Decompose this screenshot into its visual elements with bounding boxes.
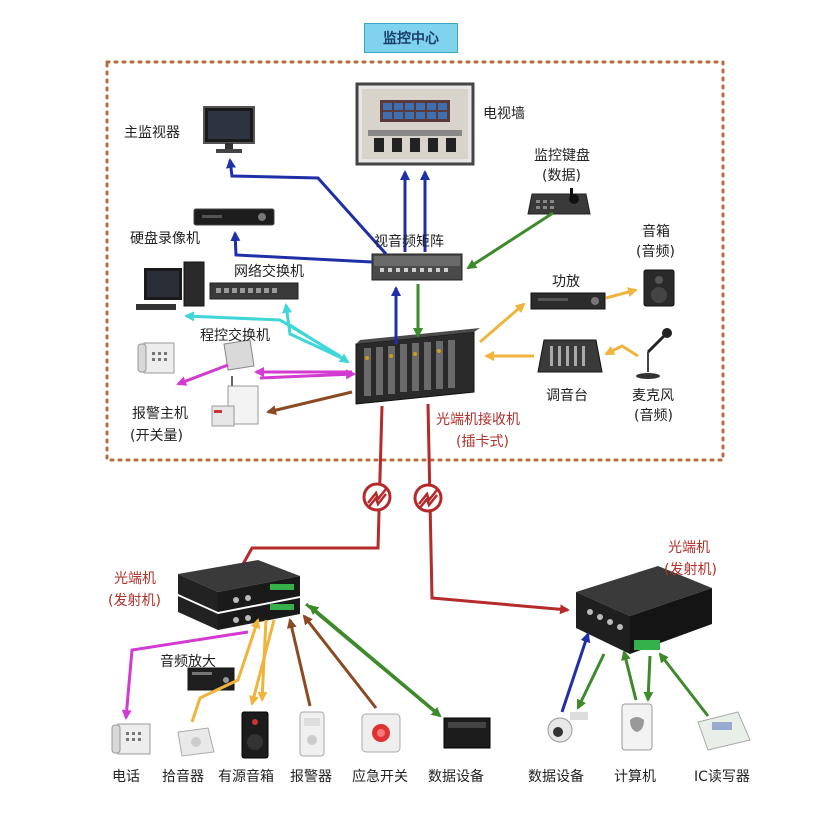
amplifier-icon: [530, 292, 606, 310]
alarm-host-icon: [211, 376, 259, 427]
label-amplifier: 功放: [552, 274, 580, 290]
network-switch-icon: [209, 282, 299, 300]
fiber-receiver-rack-icon: [355, 328, 480, 405]
label-mic: 麦克风: [632, 388, 674, 404]
label-main-monitor: 主监视器: [124, 125, 180, 141]
label-pickup: 拾音器: [162, 768, 204, 785]
pickup-icon: [177, 727, 215, 757]
label-mixer: 调音台: [546, 387, 588, 404]
microphone-icon: [636, 328, 672, 379]
tv-wall-icon: [355, 82, 475, 166]
phone-line-pbx-receiver: [259, 369, 356, 380]
phone-line-tx-phone: [121, 630, 249, 720]
desk-phone-icon: [137, 342, 175, 374]
data-line-tx-computer: [643, 655, 654, 702]
label-emergency: 应急开关: [352, 768, 408, 785]
data-device-left-icon: [443, 717, 491, 749]
computer-tower-icon: [621, 703, 653, 751]
av-matrix-icon: [371, 253, 463, 281]
alarm-device-icon: [299, 711, 325, 757]
data-line-datadevice-tx: [308, 604, 437, 714]
data-line-ic-tx: [658, 652, 710, 717]
main-monitor-icon: [203, 106, 255, 153]
audio-amplifier-icon: [187, 667, 235, 691]
label-tx-right: 光端机: [668, 540, 710, 556]
label-data-device-right: 数据设备: [528, 768, 584, 785]
label-tv-wall: 电视墙: [483, 106, 525, 122]
fiber-transmitter-right-icon: [576, 566, 712, 654]
video-line-matrix-monitor: [226, 158, 388, 256]
label-ic-reader: IC读写器: [694, 768, 750, 785]
control-keyboard-icon: [527, 188, 591, 215]
phone-line-pbx-phone: [176, 363, 229, 386]
fiber-transmitter-left-icon: [178, 560, 300, 630]
computer-workstation-icon: [136, 261, 205, 310]
fiber-symbol-left-icon: [362, 482, 392, 512]
video-line-matrix-dvr: [230, 231, 373, 264]
video-line-camera-tx: [560, 632, 591, 713]
label-phone: 电话: [112, 769, 140, 785]
label-computer: 计算机: [614, 769, 656, 785]
monitor-center-boundary: [105, 60, 725, 462]
label-keyboard-sub: (数据): [542, 168, 581, 184]
label-alarm-host-sub: (开关量): [130, 428, 183, 444]
label-mic-sub: (音频): [634, 407, 673, 424]
label-net-switch: 网络交换机: [234, 263, 304, 280]
label-tx-left: 光端机: [114, 571, 156, 587]
ic-reader-icon: [697, 711, 751, 751]
label-speaker: 音箱: [642, 223, 670, 240]
audio-line-amp-speaker: [605, 287, 638, 300]
field-phone-icon: [111, 723, 151, 755]
network-line-switch-receiver: [289, 323, 350, 364]
pbx-icon: [223, 339, 255, 371]
audio-line-receiver-amp: [479, 302, 526, 344]
label-tx-right-sub: (发射机): [664, 562, 717, 578]
dome-camera-icon: [547, 712, 588, 743]
alarm-line-alarm-tx: [286, 618, 312, 707]
dvr-icon: [193, 208, 275, 226]
label-keyboard: 监控键盘: [534, 147, 590, 164]
mixer-icon: [537, 339, 603, 373]
monitor-center-title: 监控中心: [364, 23, 458, 53]
alarm-line-receiver-host: [266, 390, 353, 416]
fiber-line-left: [240, 405, 384, 567]
label-alarm: 报警器: [290, 769, 332, 785]
fiber-line-right: [426, 403, 570, 615]
label-tx-left-sub: (发射机): [108, 593, 161, 609]
label-receiver: 光端机接收机: [436, 411, 520, 428]
audio-line-pickup-tx: [190, 618, 261, 723]
label-alarm-host: 报警主机: [132, 406, 188, 422]
label-matrix: 视音频矩阵: [374, 233, 444, 250]
label-data-device-left: 数据设备: [428, 768, 484, 785]
data-line-keyboard-matrix: [466, 211, 554, 270]
label-pbx: 程控交换机: [200, 327, 270, 344]
audio-line-tx-speaker: [249, 619, 276, 706]
fiber-symbol-right-icon: [413, 483, 443, 513]
label-audio-amp: 音频放大: [160, 653, 216, 670]
alarm-line-emergency-tx: [302, 614, 378, 709]
emergency-switch-icon: [361, 713, 401, 753]
label-dvr: 硬盘录像机: [130, 230, 200, 247]
audio-line-mic-mixer: [604, 344, 639, 358]
network-line-receiver-switch: [282, 303, 347, 362]
data-line-computer-tx: [621, 650, 638, 701]
label-active-speaker: 有源音箱: [218, 768, 274, 785]
active-speaker-icon: [241, 711, 269, 759]
speaker-icon: [643, 269, 675, 307]
label-receiver-sub: (插卡式): [456, 434, 509, 450]
label-speaker-sub: (音频): [636, 243, 675, 260]
data-line-tx-camera: [576, 653, 606, 710]
